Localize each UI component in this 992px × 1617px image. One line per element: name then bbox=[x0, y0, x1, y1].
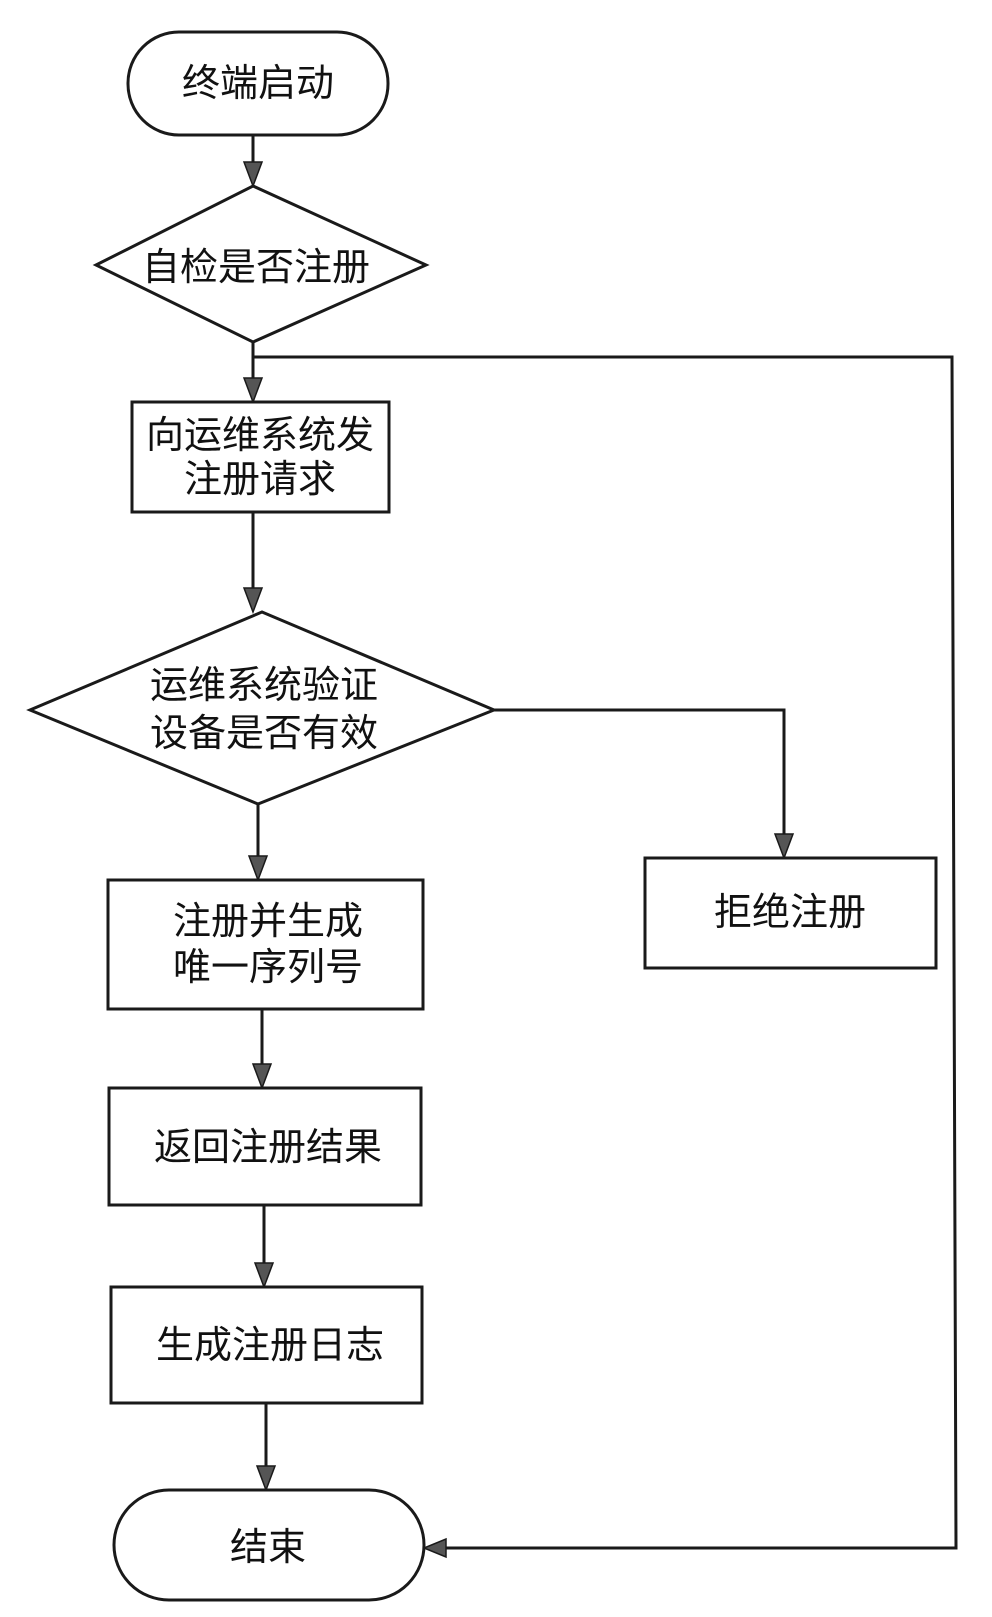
node-register: 注册并生成 唯一序列号 bbox=[106, 878, 425, 1011]
node-self-check: 自检是否注册 bbox=[92, 184, 430, 344]
end-terminator bbox=[112, 1488, 426, 1602]
edge-end-loop-to-send-request bbox=[253, 355, 958, 1550]
self-check-label: 自检是否注册 bbox=[142, 245, 370, 289]
arrowhead-return-result-to-gen-log bbox=[253, 1262, 275, 1290]
node-gen-log: 生成注册日志 bbox=[109, 1285, 424, 1405]
arrowhead-send-request-to-verify bbox=[242, 587, 264, 615]
return-result-box bbox=[107, 1086, 423, 1207]
register-label-line-1: 注册并生成 bbox=[173, 899, 363, 943]
edge-verify-to-reject bbox=[494, 708, 786, 836]
flowchart-edges bbox=[242, 135, 958, 1559]
register-label-line-2: 唯一序列号 bbox=[173, 945, 363, 989]
reject-box bbox=[643, 856, 938, 970]
node-return-result: 返回注册结果 bbox=[107, 1086, 423, 1207]
verify-diamond bbox=[26, 610, 498, 806]
arrowhead-self-check-to-send-request bbox=[242, 377, 264, 405]
reject-label: 拒绝注册 bbox=[714, 890, 866, 934]
arrowhead-gen-log-to-end bbox=[255, 1465, 277, 1493]
send-request-label-line-1: 向运维系统发 bbox=[146, 413, 374, 457]
node-end: 结束 bbox=[112, 1488, 426, 1602]
arrowhead-verify-to-reject bbox=[773, 833, 795, 861]
arrowhead-start-to-self-check bbox=[242, 161, 264, 189]
node-reject: 拒绝注册 bbox=[643, 856, 938, 970]
send-request-label-line-2: 注册请求 bbox=[184, 457, 336, 501]
verify-label-line-1: 运维系统验证 bbox=[150, 663, 378, 707]
send-request-box bbox=[130, 400, 391, 514]
node-start: 终端启动 bbox=[126, 30, 390, 137]
arrowhead-verify-to-register bbox=[247, 855, 269, 883]
verify-label-line-2: 设备是否有效 bbox=[150, 711, 378, 755]
self-check-diamond bbox=[92, 184, 430, 344]
arrowhead-register-to-return-result bbox=[251, 1063, 273, 1091]
gen-log-box bbox=[109, 1285, 424, 1405]
start-label: 终端启动 bbox=[182, 61, 334, 105]
return-result-label: 返回注册结果 bbox=[154, 1125, 382, 1169]
end-label: 结束 bbox=[230, 1525, 306, 1569]
arrowhead-loop-into-end bbox=[422, 1537, 447, 1559]
gen-log-label: 生成注册日志 bbox=[156, 1323, 384, 1367]
node-verify: 运维系统验证 设备是否有效 bbox=[26, 610, 498, 806]
register-box bbox=[106, 878, 425, 1011]
node-send-request: 向运维系统发 注册请求 bbox=[130, 400, 391, 514]
start-terminator bbox=[126, 30, 390, 137]
